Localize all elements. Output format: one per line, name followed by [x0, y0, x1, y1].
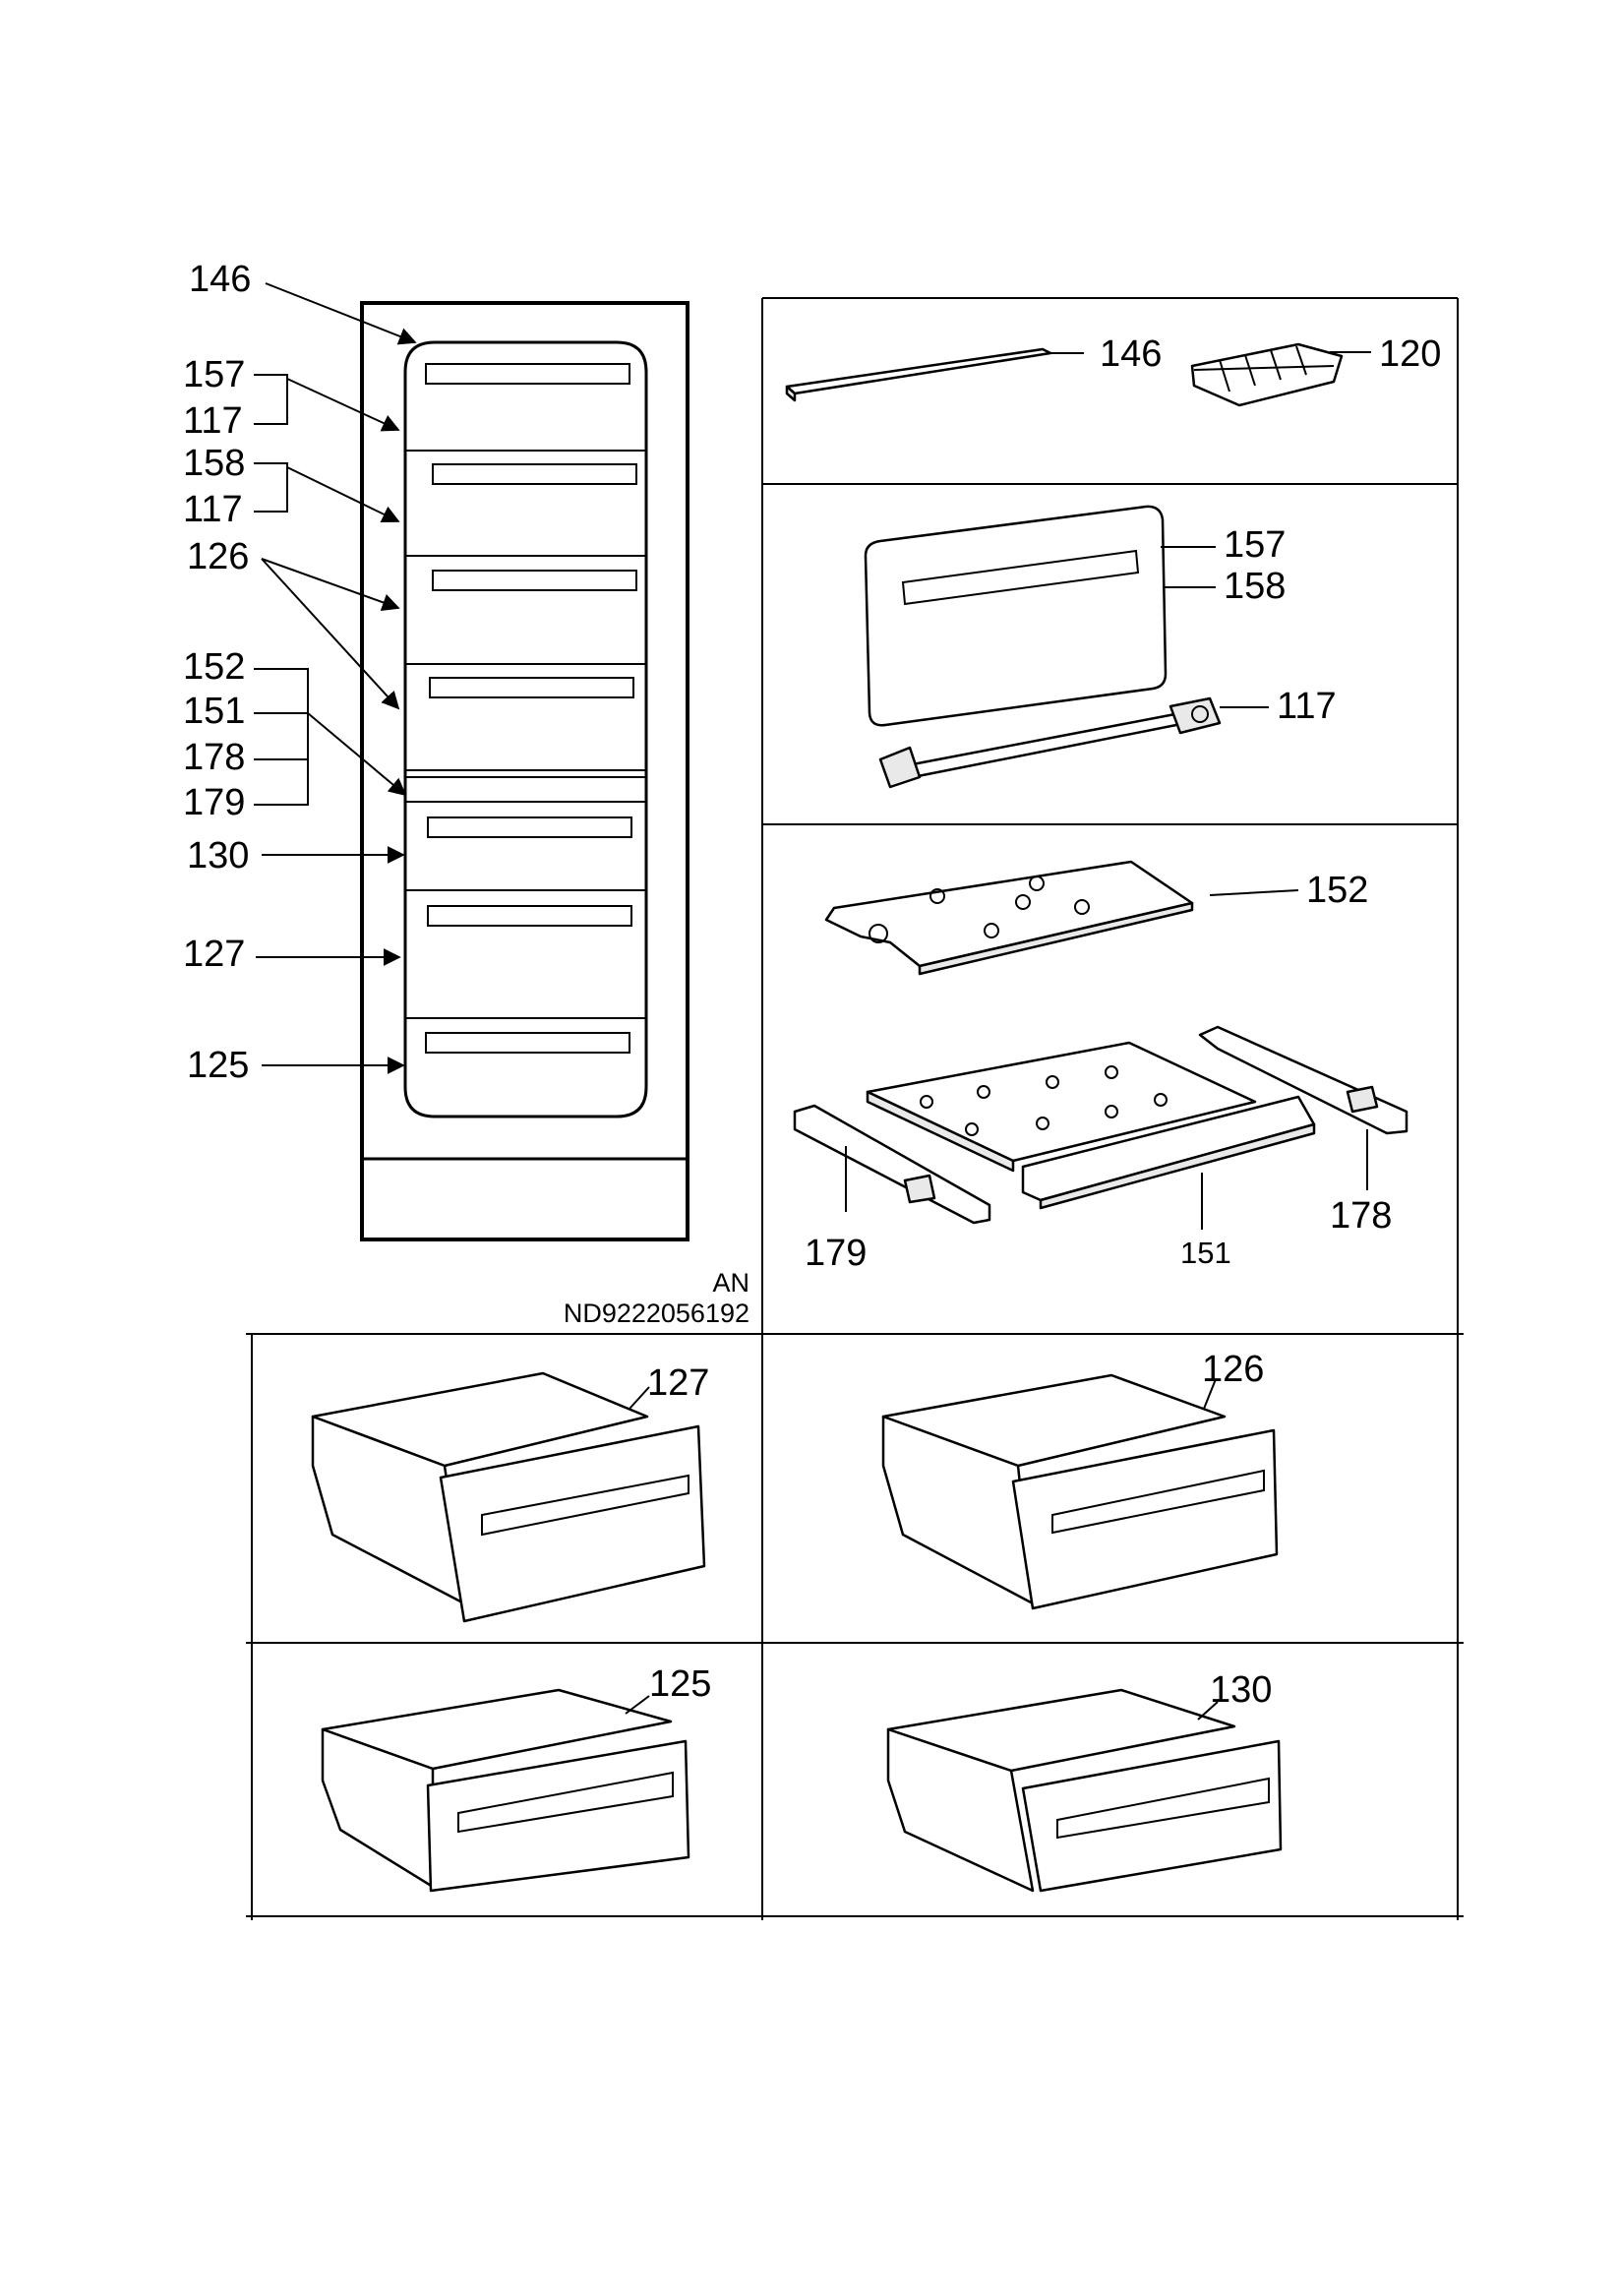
drawer-handle	[425, 1032, 630, 1054]
part-146-rail: 146	[785, 333, 1162, 402]
overview-callouts: 146 157 117 158 117 126 152 151 178 179 …	[183, 259, 417, 1086]
label-126: 126	[1202, 1349, 1264, 1390]
part-157-158-drawer-front: 157 158	[864, 505, 1286, 727]
callout-130: 130	[187, 835, 249, 876]
callout-126: 126	[187, 536, 249, 577]
drawer-handle	[432, 463, 637, 485]
callout-151: 151	[183, 691, 245, 732]
callout-157: 157	[183, 354, 245, 395]
drawer-handle	[425, 363, 630, 385]
label-120: 120	[1379, 333, 1441, 375]
callout-179: 179	[183, 782, 245, 823]
label-146: 146	[1100, 333, 1162, 375]
part-117-hinge-bracket: 117	[878, 686, 1337, 789]
part-179-slide: 179	[793, 1104, 991, 1274]
part-125-drawer: 125	[321, 1663, 711, 1893]
part-120-ice-tray: 120	[1190, 333, 1441, 407]
label-179: 179	[805, 1233, 867, 1274]
callout-178: 178	[183, 737, 245, 778]
label-130: 130	[1210, 1669, 1272, 1711]
label-125: 125	[649, 1663, 711, 1705]
label-151: 151	[1180, 1236, 1231, 1270]
drawer-handle	[427, 905, 632, 927]
freezer-cabinet	[360, 301, 689, 1241]
part-130-drawer: 130	[886, 1669, 1283, 1893]
parts-grid	[246, 297, 1464, 1920]
part-178-slide: 178	[1198, 1025, 1408, 1237]
drawer-handle	[429, 677, 634, 698]
svg-text:ND9222056192: ND9222056192	[564, 1299, 749, 1328]
callout-127: 127	[183, 934, 245, 975]
label-117: 117	[1277, 686, 1337, 727]
part-151-tray: 151	[866, 1041, 1316, 1270]
part-126-drawer: 126	[881, 1349, 1279, 1610]
svg-text:AN: AN	[712, 1268, 749, 1298]
part-127-drawer: 127	[311, 1362, 709, 1623]
callout-158: 158	[183, 443, 245, 484]
callout-117-upper: 117	[183, 400, 243, 442]
callout-117-lower: 117	[183, 489, 243, 530]
drawer-handle	[427, 816, 632, 838]
callout-125: 125	[187, 1045, 249, 1086]
label-178: 178	[1330, 1195, 1392, 1237]
drawing-code: AN ND9222056192	[564, 1268, 749, 1328]
label-127: 127	[647, 1362, 709, 1404]
callout-152: 152	[183, 646, 245, 688]
label-152: 152	[1306, 870, 1368, 911]
part-152-cover: 152	[824, 860, 1368, 976]
label-158: 158	[1224, 566, 1286, 607]
label-157: 157	[1224, 524, 1286, 566]
drawer-handle	[432, 570, 637, 591]
callout-146: 146	[189, 259, 251, 300]
